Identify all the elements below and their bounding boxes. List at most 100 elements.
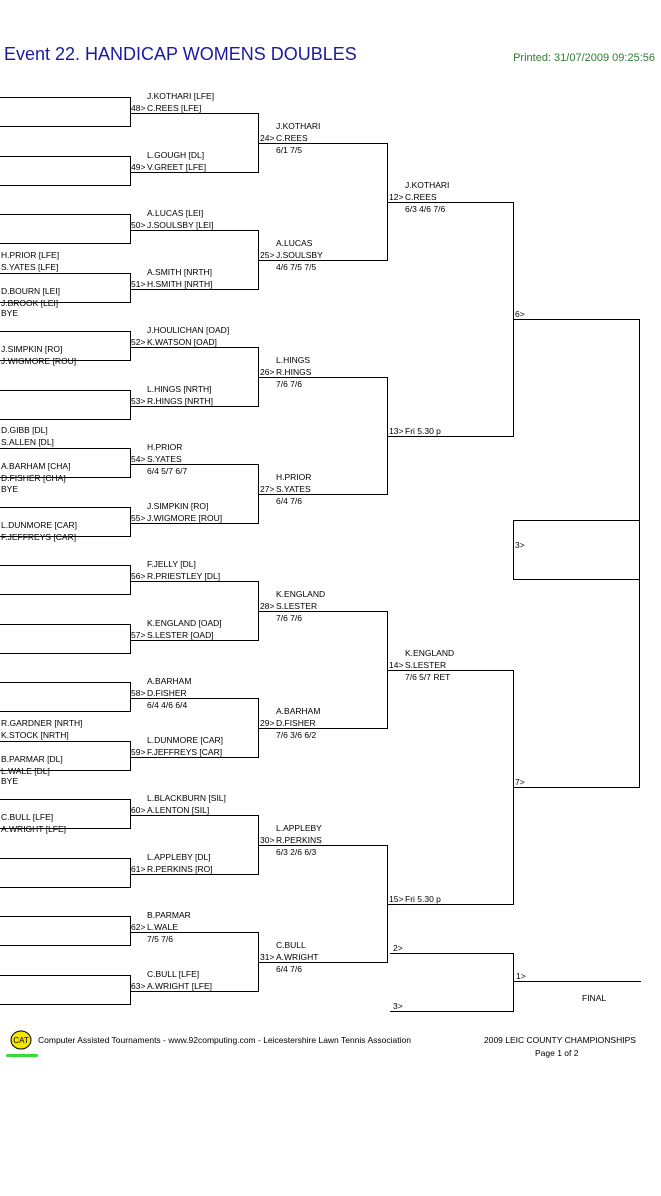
final-output-line	[513, 981, 641, 982]
r4-match-number: 12>	[389, 192, 404, 202]
r2-player-name: J.WIGMORE [ROU]	[147, 513, 223, 523]
r2-player-name: H.SMITH [NRTH]	[147, 279, 213, 289]
r2-player-name: S.YATES	[147, 454, 182, 464]
footer-championship: 2009 LEIC COUNTY CHAMPIONSHIPS	[484, 1035, 636, 1045]
r2-score: 6/4 4/6 6/4	[147, 700, 188, 710]
r3-player-name: D.FISHER	[276, 718, 316, 728]
r4-player-name: C.REES	[405, 192, 437, 202]
r1-line-top	[0, 97, 130, 98]
r2-player-name: C.REES [LFE]	[147, 103, 202, 113]
r1-entry-name: C.BULL [LFE]	[1, 812, 54, 822]
r2-player-name: R.PRIESTLEY [DL]	[147, 571, 221, 581]
r2-match-number: 55>	[131, 513, 146, 523]
r2-vertical	[130, 156, 131, 186]
r2-output-line	[130, 523, 258, 524]
r2-output-line	[130, 815, 258, 816]
r3-output-line	[258, 143, 387, 144]
final-winner-number: 1>	[516, 971, 526, 981]
r3-player-name: S.LESTER	[276, 601, 318, 611]
r1-entry-name: BYE	[1, 776, 19, 786]
r1-line-top	[0, 156, 130, 157]
r2-player-name: L.DUNMORE [CAR]	[147, 735, 224, 745]
r1-entry-name: D.FISHER [CHA]	[1, 473, 66, 483]
r1-line-top	[0, 331, 130, 332]
r1-entry-name: H.PRIOR [LFE]	[1, 250, 60, 260]
r2-output-line	[130, 640, 258, 641]
r3-player-name: H.PRIOR	[276, 472, 312, 482]
r2-player-name: A.BARHAM	[147, 676, 192, 686]
r4-match-number: 13>	[389, 426, 404, 436]
r5-match-number: 7>	[515, 777, 525, 787]
r3-player-name: A.BARHAM	[276, 706, 321, 716]
r3-score: 6/4 7/6	[276, 964, 302, 974]
r2-player-name: L.HINGS [NRTH]	[147, 384, 212, 394]
r1-line-bottom	[0, 711, 130, 712]
r2-vertical	[130, 273, 131, 303]
r4-score: 7/6 5/7 RET	[405, 672, 451, 682]
r2-player-name: C.BULL [LFE]	[147, 969, 200, 979]
r1-line-bottom	[0, 302, 130, 303]
r3-match-number: 30>	[260, 835, 275, 845]
r2-match-number: 62>	[131, 922, 146, 932]
r3-output-line	[258, 377, 387, 378]
final-vertical	[513, 953, 514, 1012]
r2-vertical	[130, 390, 131, 420]
r2-vertical	[130, 624, 131, 654]
r2-player-name: L.APPLEBY [DL]	[147, 852, 211, 862]
r2-player-name: R.HINGS [NRTH]	[147, 396, 213, 406]
r1-entry-name: K.STOCK [NRTH]	[1, 730, 69, 740]
r2-output-line	[130, 289, 258, 290]
r2-vertical	[130, 916, 131, 946]
r2-player-name: L.BLACKBURN [SIL]	[147, 793, 226, 803]
r1-entry-name: S.ALLEN [DL]	[1, 437, 54, 447]
r1-line-bottom	[0, 1004, 130, 1005]
r2-match-number: 59>	[131, 747, 146, 757]
r1-entry-name: L.DUNMORE [CAR]	[1, 520, 78, 530]
r6-inner-vertical	[513, 520, 514, 580]
r3-player-name: C.REES	[276, 133, 308, 143]
r4-match-number: 15>	[389, 894, 404, 904]
r1-line-bottom	[0, 594, 130, 595]
r1-entry-name: A.BARHAM [CHA]	[1, 461, 71, 471]
r3-score: 6/1 7/5	[276, 145, 302, 155]
r2-vertical	[130, 507, 131, 537]
r2-player-name: V.GREET [LFE]	[147, 162, 207, 172]
final-line-top	[390, 953, 513, 954]
r3-player-name: L.APPLEBY	[276, 823, 322, 833]
r1-line-top	[0, 565, 130, 566]
r1-line-top	[0, 214, 130, 215]
r1-line-top	[0, 624, 130, 625]
r3-player-name: J.KOTHARI	[276, 121, 321, 131]
r2-vertical	[130, 975, 131, 1005]
r2-player-name: R.PERKINS [RO]	[147, 864, 213, 874]
r2-output-line	[130, 406, 258, 407]
r2-match-number: 48>	[131, 103, 146, 113]
r4-output-line	[387, 202, 513, 203]
r2-match-number: 50>	[131, 220, 146, 230]
r1-entry-name: J.SIMPKIN [RO]	[1, 344, 63, 354]
r2-player-name: A.WRIGHT [LFE]	[147, 981, 213, 991]
r1-line-bottom	[0, 243, 130, 244]
r3-player-name: L.HINGS	[276, 355, 311, 365]
r2-match-number: 58>	[131, 688, 146, 698]
r2-match-number: 60>	[131, 805, 146, 815]
footer-credits: Computer Assisted Tournaments - www.92co…	[38, 1035, 411, 1045]
r5-output-line	[513, 787, 639, 788]
r2-output-line	[130, 698, 258, 699]
r2-vertical	[130, 799, 131, 829]
r1-line-bottom	[0, 828, 130, 829]
r1-line-bottom	[0, 770, 130, 771]
r1-entry-name: J.BROOK [LEI]	[1, 298, 59, 308]
r2-player-name: F.JEFFREYS [CAR]	[147, 747, 223, 757]
r2-player-name: S.LESTER [OAD]	[147, 630, 214, 640]
r1-line-bottom	[0, 945, 130, 946]
r1-line-top	[0, 390, 130, 391]
r2-match-number: 51>	[131, 279, 146, 289]
r4-player-name: J.KOTHARI	[405, 180, 450, 190]
r4-output-line	[387, 670, 513, 671]
r2-vertical	[130, 448, 131, 478]
r1-entry-name: BYE	[1, 484, 19, 494]
r3-output-line	[258, 962, 387, 963]
r1-line-top	[0, 682, 130, 683]
